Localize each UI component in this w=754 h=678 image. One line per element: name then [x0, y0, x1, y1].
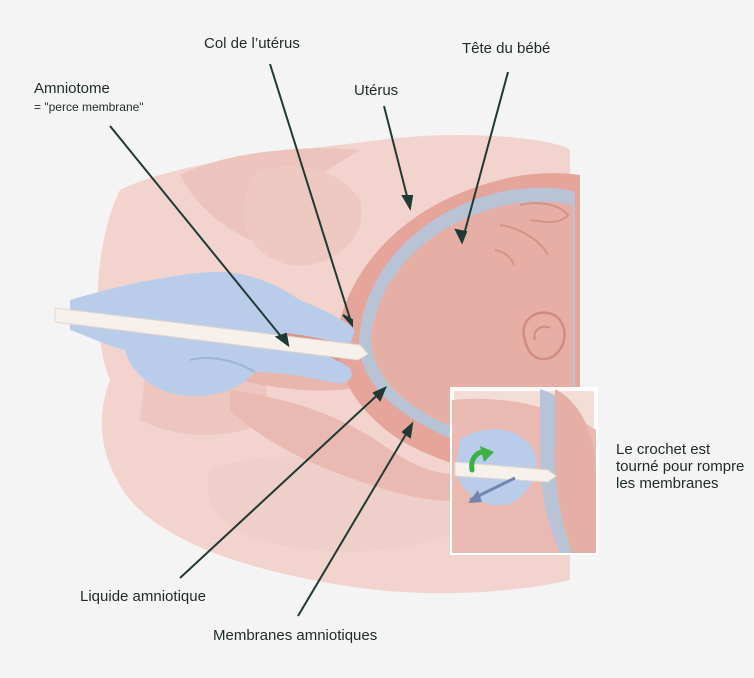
label-col-uterus: Col de l’utérus: [204, 35, 300, 53]
label-amniotome-sub: = "perce membrane": [34, 100, 144, 114]
label-uterus: Utérus: [354, 82, 398, 100]
inset-detail: [452, 389, 596, 553]
label-membranes-amniotiques: Membranes amniotiques: [213, 627, 377, 645]
label-tete-bebe: Tête du bébé: [462, 40, 550, 58]
label-amniotome: Amniotome: [34, 80, 110, 98]
label-liquide-amniotique: Liquide amniotique: [80, 588, 206, 606]
label-crochet: Le crochet est tourné pour rompre les me…: [616, 441, 746, 492]
